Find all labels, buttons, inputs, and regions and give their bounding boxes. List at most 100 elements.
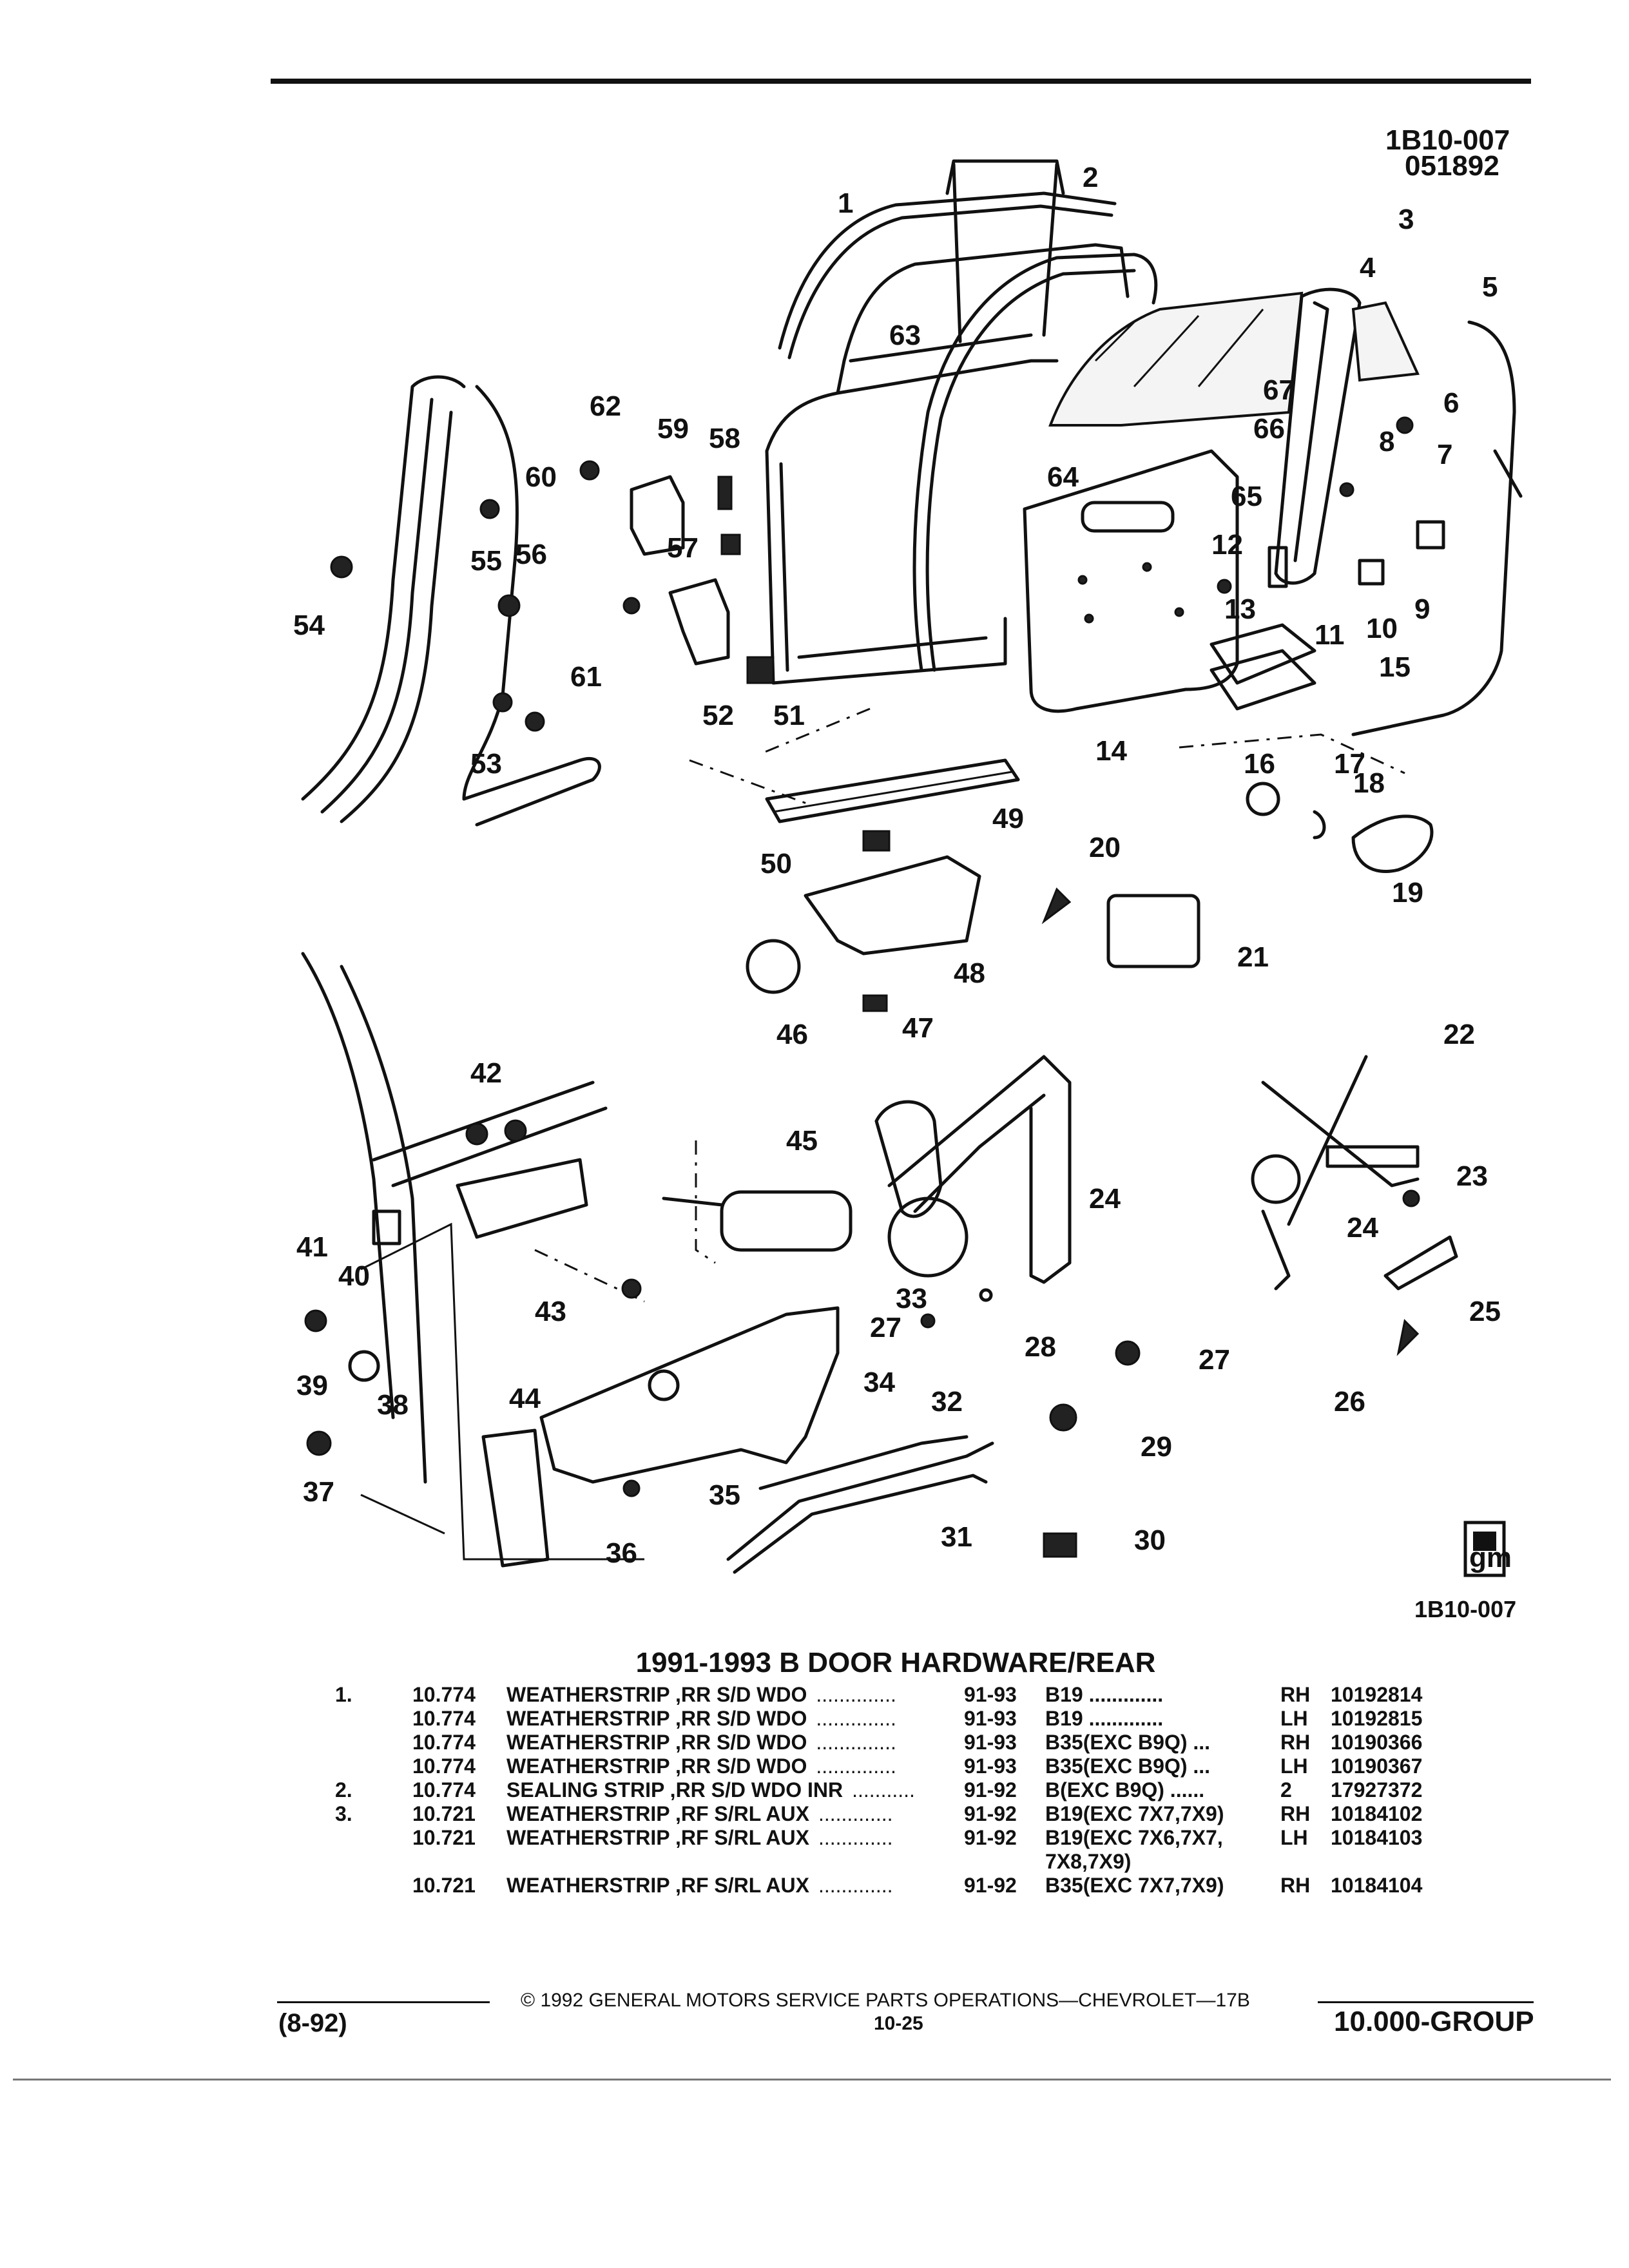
rods-31-32 xyxy=(726,1435,994,1574)
svg-text:27: 27 xyxy=(870,1312,901,1343)
ref-number: 1. xyxy=(335,1683,352,1706)
svg-text:53: 53 xyxy=(470,748,502,780)
table-row: 10.721 WEATHERSTRIP ,RF S/RL AUX.........… xyxy=(335,1826,1440,1850)
lock-striker-parts xyxy=(1210,416,1445,711)
years: 91-93 xyxy=(964,1707,1017,1730)
svg-text:57: 57 xyxy=(667,532,699,564)
lock-actuator-34 xyxy=(481,1306,840,1568)
leader-dots: .............. xyxy=(816,1707,896,1730)
svg-text:3: 3 xyxy=(1398,204,1414,235)
model: B35(EXC B9Q) ... xyxy=(1045,1731,1211,1754)
years: 91-92 xyxy=(964,1802,1017,1825)
svg-text:gm: gm xyxy=(1469,1542,1512,1573)
leader-dots: ........... xyxy=(852,1778,915,1802)
part-number: 10184104 xyxy=(1331,1874,1423,1897)
figure-code-bottom: 1B10-007 xyxy=(1414,1596,1517,1622)
description: WEATHERSTRIP ,RF S/RL AUX............. xyxy=(506,1826,964,1850)
svg-text:46: 46 xyxy=(776,1019,808,1050)
manual-regulator-right xyxy=(1251,1055,1458,1356)
top-rule xyxy=(271,79,1531,84)
svg-text:61: 61 xyxy=(570,661,602,693)
svg-text:50: 50 xyxy=(760,848,792,879)
door-glass xyxy=(1048,291,1304,427)
svg-text:43: 43 xyxy=(535,1296,566,1327)
body-quarter-right xyxy=(1351,320,1523,736)
svg-text:21: 21 xyxy=(1237,941,1269,973)
description: WEATHERSTRIP ,RF S/RL AUX............. xyxy=(506,1802,964,1826)
description-text: WEATHERSTRIP ,RR S/D WDO xyxy=(506,1707,807,1730)
years: 91-93 xyxy=(964,1754,1017,1778)
rear-door-frame xyxy=(765,243,1130,685)
part-number: 17927372 xyxy=(1331,1778,1423,1802)
group-code xyxy=(412,1850,506,1874)
svg-text:27: 27 xyxy=(1199,1344,1230,1376)
svg-text:41: 41 xyxy=(296,1231,328,1263)
ref-number xyxy=(335,1874,412,1898)
copyright-line: © 1992 GENERAL MOTORS SERVICE PARTS OPER… xyxy=(521,1990,1250,2011)
svg-text:64: 64 xyxy=(1047,461,1079,493)
side-qty xyxy=(1280,1850,1331,1874)
svg-text:5: 5 xyxy=(1482,271,1498,303)
svg-text:7: 7 xyxy=(1437,439,1452,470)
svg-text:24: 24 xyxy=(1347,1212,1378,1244)
svg-text:23: 23 xyxy=(1456,1160,1488,1192)
svg-text:20: 20 xyxy=(1089,832,1121,863)
footer-rule-right xyxy=(1318,2001,1534,2003)
ref-number: 2. xyxy=(335,1778,352,1802)
svg-text:39: 39 xyxy=(296,1370,328,1401)
description: WEATHERSTRIP ,RR S/D WDO.............. xyxy=(506,1731,964,1754)
description-text: WEATHERSTRIP ,RF S/RL AUX xyxy=(506,1802,809,1825)
years xyxy=(964,1850,1045,1874)
model: B19 ............. xyxy=(1045,1707,1164,1730)
description: WEATHERSTRIP ,RR S/D WDO.............. xyxy=(506,1707,964,1731)
svg-text:49: 49 xyxy=(992,803,1024,834)
svg-text:4: 4 xyxy=(1360,252,1376,284)
description: WEATHERSTRIP ,RR S/D WDO.............. xyxy=(506,1683,964,1707)
svg-text:67: 67 xyxy=(1263,374,1295,406)
svg-text:6: 6 xyxy=(1443,387,1459,419)
svg-text:40: 40 xyxy=(338,1260,370,1292)
svg-text:59: 59 xyxy=(657,413,689,445)
date-code: (8-92) xyxy=(278,2009,347,2037)
svg-text:47: 47 xyxy=(902,1012,934,1044)
svg-text:18: 18 xyxy=(1353,767,1385,799)
svg-text:62: 62 xyxy=(590,390,621,422)
group-code: 10.774 xyxy=(412,1731,476,1754)
ref-number xyxy=(335,1850,412,1874)
svg-text:58: 58 xyxy=(709,423,740,454)
description-text: WEATHERSTRIP ,RR S/D WDO xyxy=(506,1683,807,1706)
page-number: 10-25 xyxy=(874,2013,923,2034)
side-qty: LH xyxy=(1280,1754,1308,1778)
lower-weatherstrip-49 xyxy=(689,707,1020,823)
footer-rule-left xyxy=(277,2001,490,2003)
description-text: WEATHERSTRIP ,RR S/D WDO xyxy=(506,1731,807,1754)
side-qty: RH xyxy=(1280,1874,1311,1897)
svg-text:10: 10 xyxy=(1366,613,1398,644)
svg-text:35: 35 xyxy=(709,1479,740,1511)
group-code: 10.721 xyxy=(412,1826,476,1849)
svg-text:66: 66 xyxy=(1253,413,1285,445)
side-qty: LH xyxy=(1280,1826,1308,1849)
svg-text:17: 17 xyxy=(1334,748,1365,780)
svg-text:42: 42 xyxy=(470,1057,502,1089)
svg-text:48: 48 xyxy=(954,957,985,989)
side-qty: LH xyxy=(1280,1707,1308,1730)
svg-text:14: 14 xyxy=(1095,735,1127,767)
ref-number: 3. xyxy=(335,1802,352,1825)
svg-text:8: 8 xyxy=(1379,426,1394,457)
model: 7X8,7X9) xyxy=(1045,1850,1132,1873)
hinges xyxy=(330,460,775,732)
svg-text:38: 38 xyxy=(377,1389,409,1421)
part-number: 10190366 xyxy=(1331,1731,1423,1754)
vent-window-frame xyxy=(1274,287,1420,585)
svg-text:33: 33 xyxy=(896,1283,927,1314)
ref-number xyxy=(335,1707,412,1731)
svg-text:31: 31 xyxy=(941,1521,972,1553)
bottom-rule xyxy=(13,2079,1611,2081)
svg-text:28: 28 xyxy=(1025,1331,1056,1363)
leader-dots: ............. xyxy=(818,1874,893,1897)
